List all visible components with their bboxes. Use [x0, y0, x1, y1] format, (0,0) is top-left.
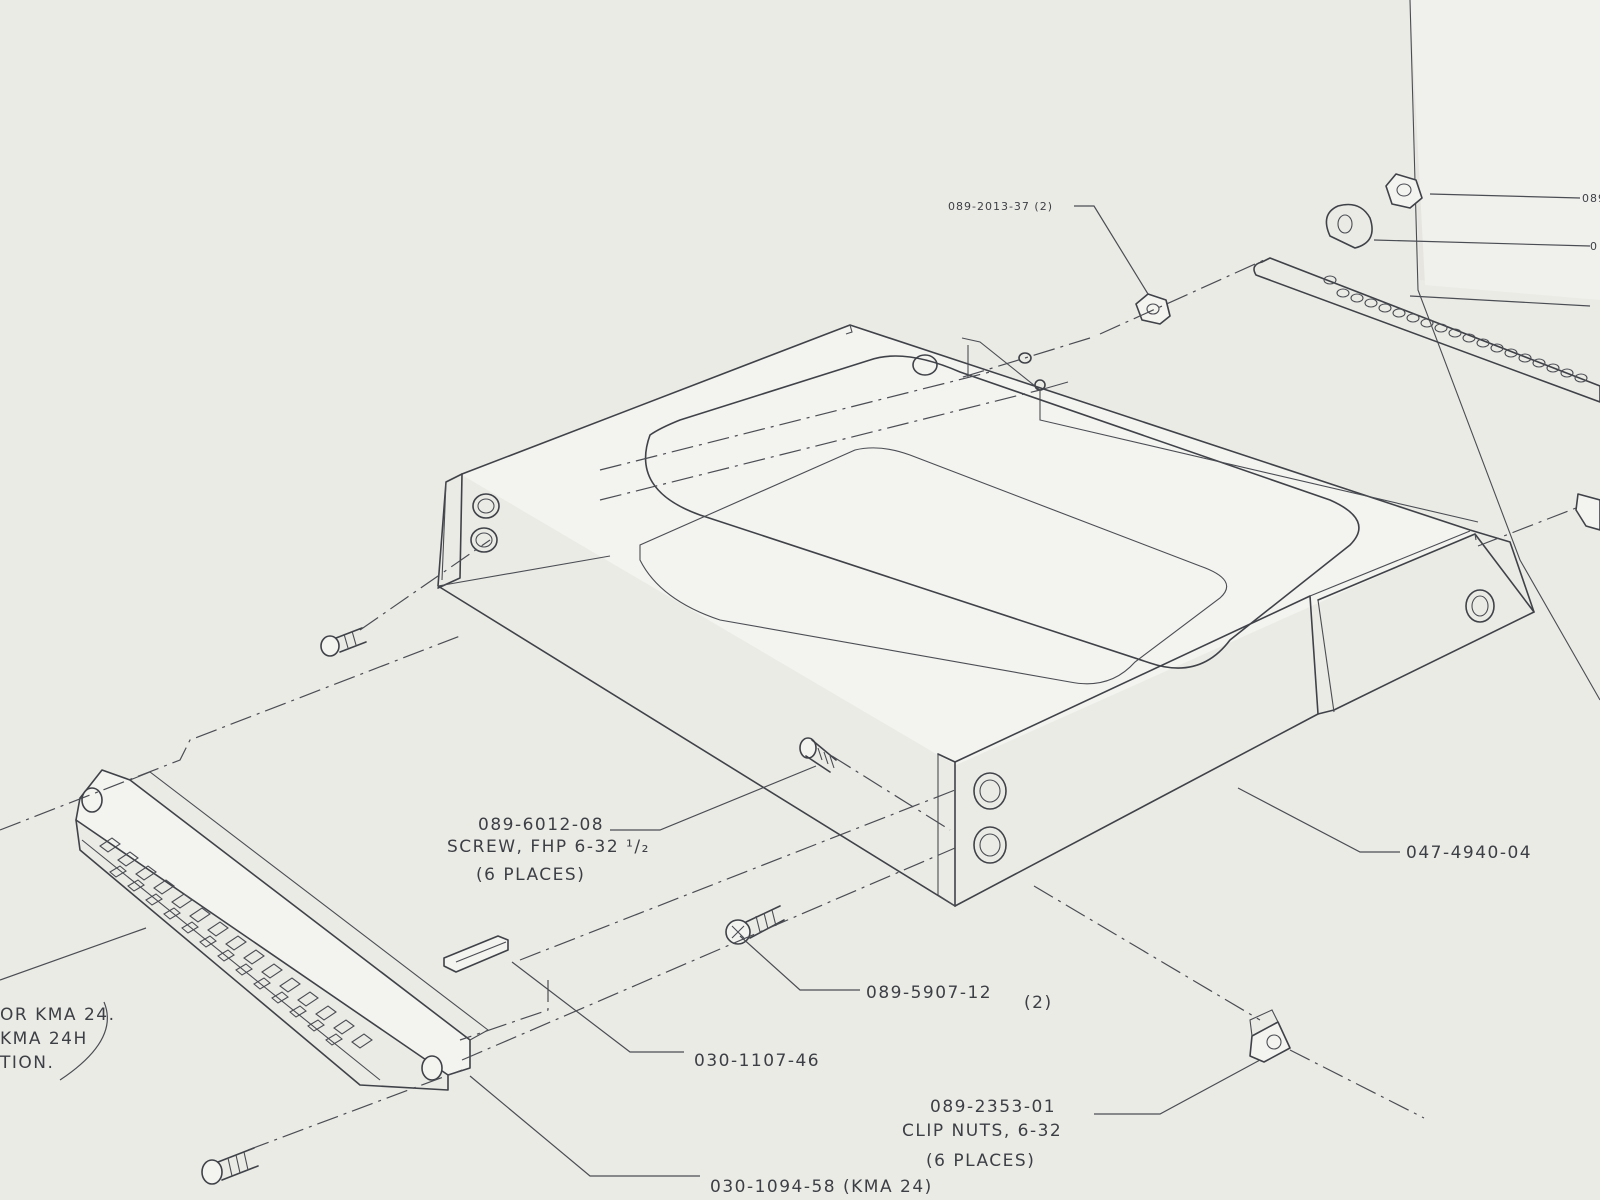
callout-clip-qty: (6 PLACES): [926, 1151, 1035, 1171]
cable-clamp: [1325, 203, 1373, 249]
strap-assembly: [1253, 257, 1600, 403]
callout-bracket: 030-1107-46: [694, 1051, 820, 1071]
clip-nut: [1249, 1009, 1291, 1063]
screw-bottom-left: [201, 1147, 259, 1185]
callout-clamp-top-right: 0: [1590, 240, 1598, 253]
hex-nut-top-right: [1385, 173, 1423, 209]
callout-screw-5907-qty: (2): [1024, 993, 1053, 1013]
hex-nut-2013: [1135, 293, 1171, 325]
callout-connector: 030-1094-58 (KMA 24): [710, 1177, 933, 1197]
callout-screw-5907: 089-5907-12: [866, 983, 992, 1003]
nut-right-edge: [1575, 493, 1600, 531]
mounting-frame: [437, 324, 1535, 907]
screw-fhp: [799, 737, 837, 773]
bracket-1107: [443, 935, 509, 973]
note-line-2: KMA 24H: [0, 1029, 88, 1049]
note-line-1: OR KMA 24.: [0, 1005, 115, 1025]
screw-5907: [725, 905, 785, 945]
callout-nut-2013: 089-2013-37 (2): [948, 200, 1053, 213]
callout-clip-pn: 089-2353-01: [930, 1097, 1056, 1117]
folded-sheet-corner: [1410, 0, 1600, 300]
socket-screw-left: [320, 627, 367, 657]
centerlines: [0, 259, 1577, 1151]
callout-frame: 047-4940-04: [1406, 843, 1532, 863]
callout-screw-fhp-qty: (6 PLACES): [476, 865, 585, 885]
leader-lines: [0, 193, 1591, 1177]
callout-clip-desc: CLIP NUTS, 6-32: [902, 1121, 1062, 1141]
callout-screw-fhp-desc: SCREW, FHP 6-32 ¹/₂: [447, 837, 650, 857]
callout-screw-fhp-pn: 089-6012-08: [478, 815, 604, 835]
callout-nut-top-right: 089: [1582, 192, 1600, 205]
sheet-edge: [1409, 0, 1600, 701]
note-line-3: TION.: [0, 1053, 54, 1073]
